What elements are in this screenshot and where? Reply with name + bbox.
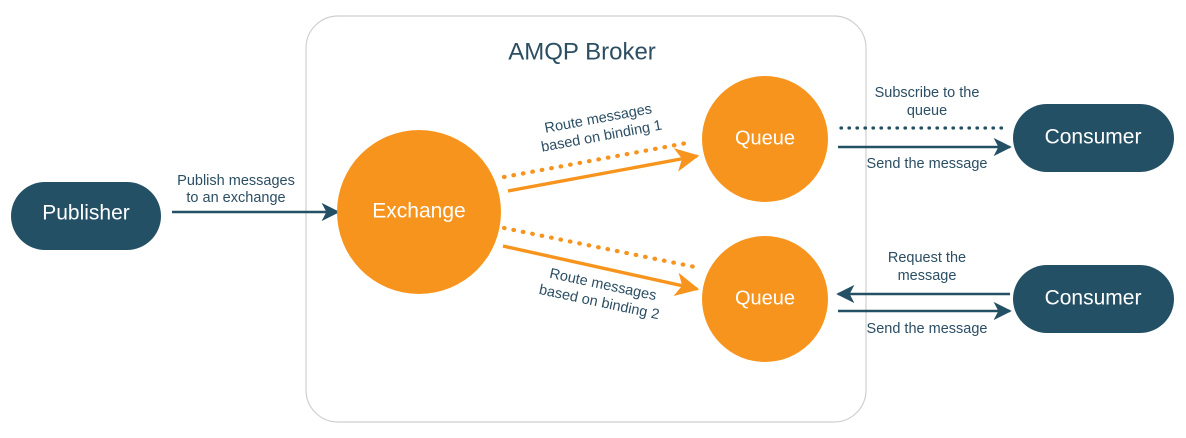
consumer-bottom-label: Consumer (1045, 287, 1142, 310)
broker-title: AMQP Broker (508, 38, 656, 65)
queue-top-label: Queue (735, 127, 795, 149)
queue-bottom-label: Queue (735, 287, 795, 309)
send-top-label: Send the message (867, 156, 988, 172)
binding1-dotted-line (501, 139, 695, 180)
binding2-solid-arrow (502, 244, 700, 296)
consumer-top-node[interactable] (1013, 104, 1174, 172)
request-bottom-label-line2: message (898, 268, 957, 284)
publish-label-line2: to an exchange (186, 190, 285, 206)
exchange-node[interactable] (337, 130, 501, 294)
subscribe-top-label-line1: Subscribe to the (875, 85, 980, 101)
exchange-label: Exchange (372, 200, 465, 223)
publish-label-line1: Publish messages (177, 173, 295, 189)
queue-bottom-node[interactable] (702, 236, 828, 362)
binding1-solid-arrow (507, 148, 700, 193)
consumer-bottom-node[interactable] (1013, 265, 1174, 333)
queue-top-node[interactable] (702, 76, 828, 202)
request-bottom-label-line1: Request the (888, 250, 966, 266)
consumer-top-label: Consumer (1045, 126, 1142, 149)
publisher-node[interactable] (11, 182, 161, 250)
publisher-label: Publisher (42, 202, 130, 225)
send-bottom-label: Send the message (867, 321, 988, 337)
subscribe-top-label-line2: queue (907, 103, 947, 119)
